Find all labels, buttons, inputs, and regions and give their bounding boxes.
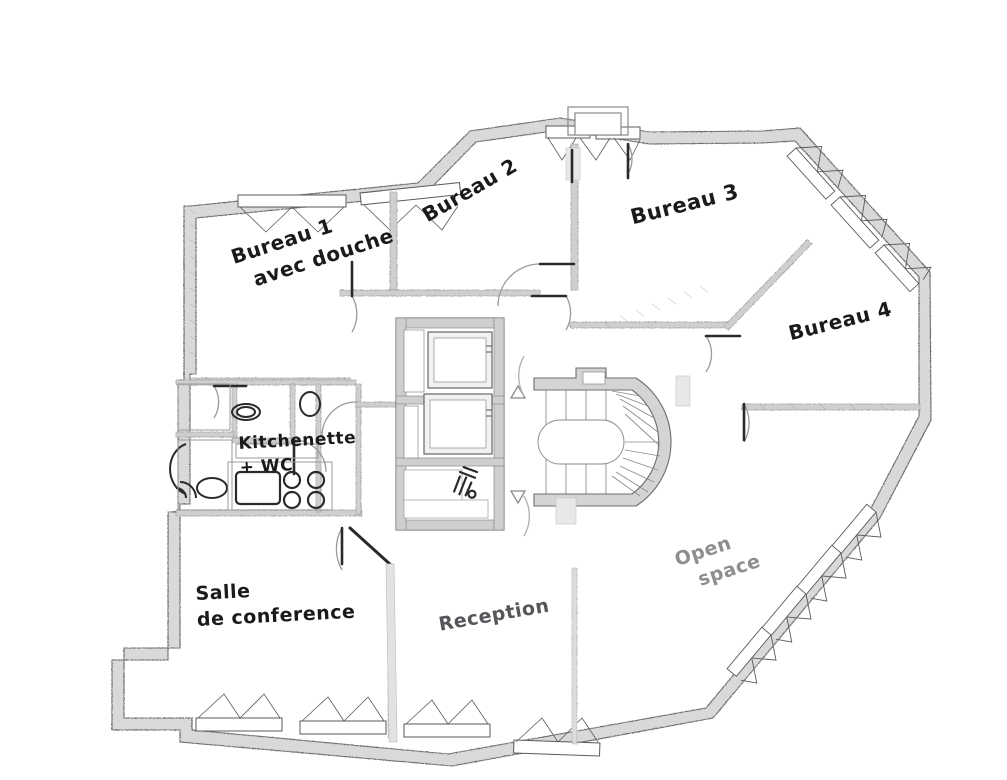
burner-icon: [306, 470, 326, 490]
burner-icon: [282, 490, 302, 510]
stairwell: [533, 147, 691, 525]
diagonal-wall-windows-bottom-right: [726, 503, 882, 684]
toilet-icon: [196, 477, 228, 499]
toilet-icon: [231, 403, 261, 421]
balcony-alcove: [567, 106, 629, 136]
bathroom-fixtures: [169, 391, 321, 499]
triangle-up-icon: [509, 384, 527, 399]
door-swings: [213, 143, 750, 571]
elevator-direction-markers: [509, 384, 527, 505]
door-leaves: [212, 142, 746, 566]
washbasin-icon: [299, 391, 321, 417]
elevator-car-upper: [427, 331, 493, 389]
window-sashes: [197, 137, 641, 743]
reception-desk-note: [348, 526, 398, 743]
counter-outlines: [177, 383, 333, 511]
sink-icon: [234, 470, 282, 506]
kitchen-fixtures: [234, 470, 326, 510]
burner-icon: [282, 470, 302, 490]
pencil-hatching: [189, 209, 887, 411]
shaft-handwritten-note: [453, 466, 479, 499]
lift-shaft-core: [395, 317, 505, 531]
elevator-car-lower: [423, 393, 493, 455]
triangle-down-icon: [509, 490, 527, 505]
stair-treads: [537, 390, 661, 497]
shower-icon: [169, 443, 187, 495]
diagonal-wall-windows-right: [786, 146, 932, 293]
burner-icon: [306, 490, 326, 510]
